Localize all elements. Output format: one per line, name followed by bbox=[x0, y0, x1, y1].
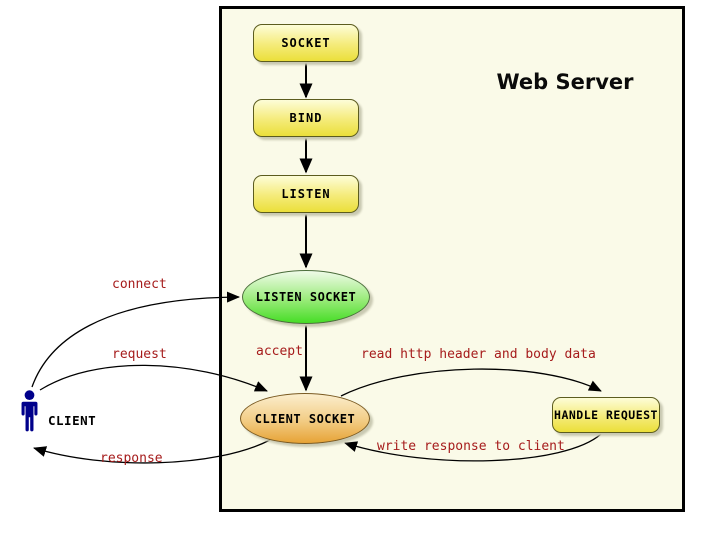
person-icon bbox=[21, 390, 38, 432]
edge-label-response: response bbox=[100, 451, 163, 466]
node-socket: SOCKET bbox=[253, 24, 359, 62]
client-label: CLIENT bbox=[48, 413, 97, 428]
web-server-title: Web Server bbox=[496, 70, 634, 94]
edge-label-request: request bbox=[112, 347, 167, 362]
node-bind: BIND bbox=[253, 99, 359, 137]
edge-label-accept: accept bbox=[256, 344, 303, 359]
node-listen: LISTEN bbox=[253, 175, 359, 213]
node-client-socket: CLIENT SOCKET bbox=[240, 393, 370, 444]
edge-label-read-http: read http header and body data bbox=[361, 347, 596, 362]
edge-label-write-response: write response to client bbox=[377, 439, 565, 454]
edge-label-connect: connect bbox=[112, 277, 167, 292]
node-listen-socket: LISTEN SOCKET bbox=[242, 270, 370, 324]
arrow-connect bbox=[31, 291, 240, 388]
node-handle-request: HANDLE REQUEST bbox=[552, 397, 660, 433]
